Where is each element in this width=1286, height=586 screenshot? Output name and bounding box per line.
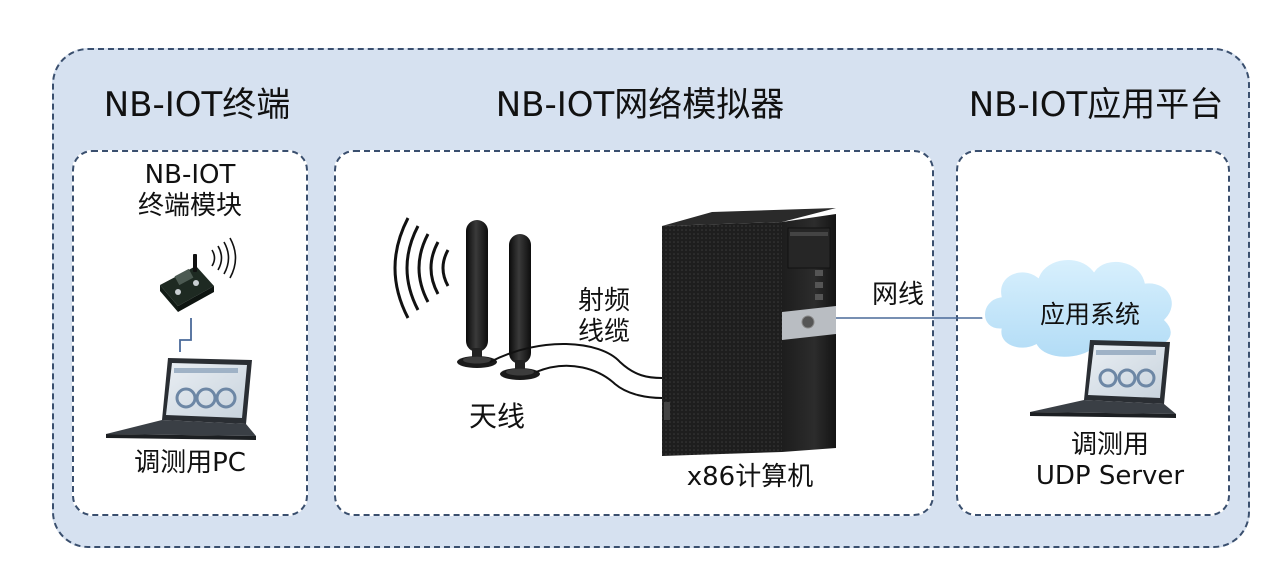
nbiot-module-image <box>160 237 237 312</box>
udp-server-label-line2: UDP Server <box>1035 460 1185 491</box>
terminal-module-label: NB-IOT 终端模块 <box>110 160 270 221</box>
udp-server-laptop-image <box>1030 340 1176 418</box>
antenna-image <box>457 220 540 380</box>
rf-cable-label-line1: 射频 <box>577 286 630 316</box>
rf-cable-label: 射频 线缆 <box>564 286 644 347</box>
rf-cable-1 <box>489 342 663 379</box>
terminal-section-title: NB-IOT终端 <box>103 85 291 125</box>
platform-section-title: NB-IOT应用平台 <box>968 85 1224 125</box>
rf-cable-label-line2: 线缆 <box>577 316 630 347</box>
rf-cable-2 <box>535 364 663 399</box>
antenna-label: 天线 <box>468 400 525 433</box>
radio-wave-icon <box>393 217 450 319</box>
debug-pc-label: 调测用PC <box>134 448 246 478</box>
module-pc-connector <box>179 318 192 352</box>
network-cable-label: 网线 <box>871 280 924 310</box>
terminal-module-label-line2: 终端模块 <box>137 190 242 221</box>
x86-computer-label: x86计算机 <box>686 462 814 492</box>
terminal-module-label-line1: NB-IOT <box>144 160 236 190</box>
x86-computer-tower-image <box>662 208 836 456</box>
udp-server-label: 调测用 UDP Server <box>1000 430 1220 491</box>
udp-server-label-line1: 调测用 <box>1070 430 1149 460</box>
simulator-section-title: NB-IOT网络模拟器 <box>495 85 785 125</box>
debug-pc-laptop-image <box>106 358 256 440</box>
cloud-application-system-label: 应用系统 <box>1039 300 1140 329</box>
terminal-panel <box>72 150 308 516</box>
cloud-icon <box>982 257 1175 360</box>
